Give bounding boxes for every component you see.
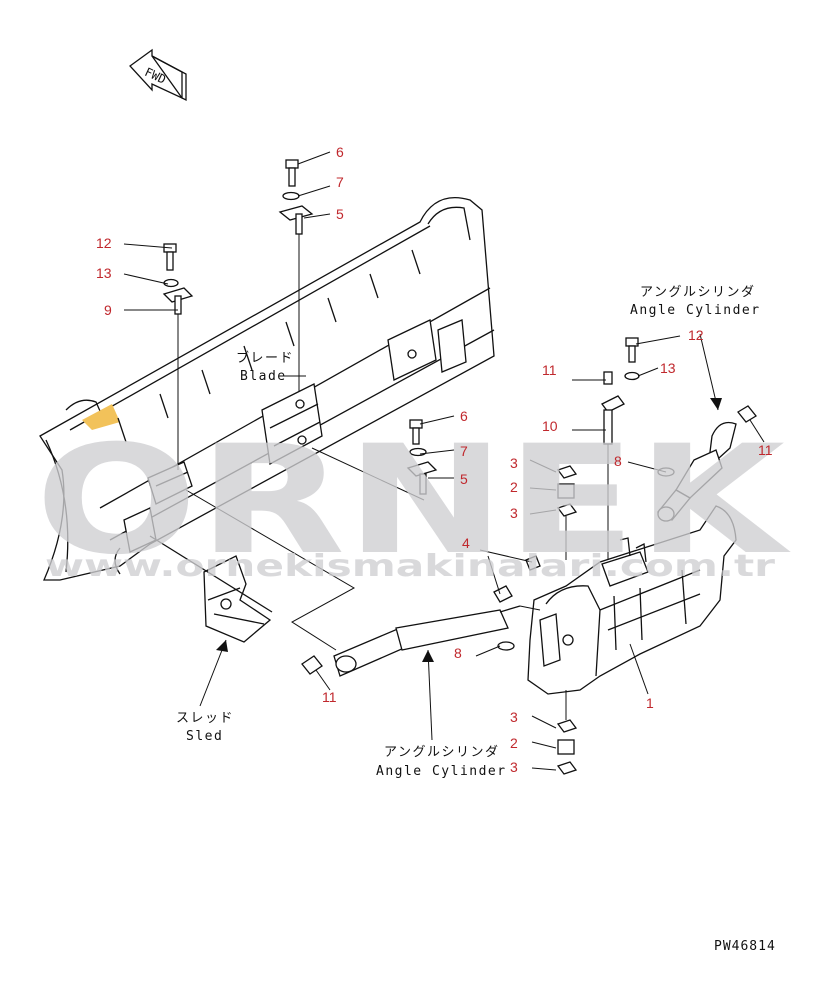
sled-drawing: [149, 535, 273, 643]
blade-drawing: [39, 196, 495, 581]
callout-9: 9: [104, 302, 112, 318]
callout-5: 5: [460, 471, 468, 487]
callout-7: 7: [336, 174, 344, 190]
watermark: ORNEK www.ornekismakinalari.com.tr: [35, 414, 791, 588]
drawing-code: PW46814: [714, 939, 776, 954]
leader-arrow-icons: [216, 398, 722, 662]
blade-caption-jp: ブレード: [236, 350, 294, 366]
sled-caption-en: Sled: [186, 729, 223, 744]
callout-11: 11: [322, 689, 337, 705]
watermark-url: www.ornekismakinalari.com.tr: [45, 549, 775, 584]
frame-drawing: [527, 505, 737, 695]
bottom-angle-cylinder-drawing: [333, 605, 521, 677]
callout-1: 1: [646, 695, 654, 711]
callout-3: 3: [510, 709, 518, 725]
callout-8: 8: [454, 645, 462, 661]
callout-11: 11: [542, 362, 557, 378]
blade-caption-en: Blade: [240, 369, 287, 384]
callout-6: 6: [336, 144, 344, 160]
callout-8: 8: [614, 453, 622, 469]
callout-3: 3: [510, 455, 518, 471]
callout-11: 11: [758, 442, 773, 458]
callout-3: 3: [510, 759, 518, 775]
callout-2: 2: [510, 735, 518, 751]
callout-6: 6: [460, 408, 468, 424]
watermark-brand: ORNEK: [35, 414, 791, 588]
leader-lines: [123, 151, 765, 771]
callout-5: 5: [336, 206, 344, 222]
right-angle-cylinder-drawing: [657, 421, 737, 522]
bottom-cylinder-caption-en: Angle Cylinder: [376, 764, 507, 779]
sled-caption-jp: スレッド: [176, 711, 234, 726]
right-cylinder-caption-jp: アングルシリンダ: [640, 285, 755, 300]
callout-13: 13: [660, 360, 676, 376]
callout-10: 10: [542, 418, 558, 434]
callout-13: 13: [96, 265, 112, 281]
callout-3: 3: [510, 505, 518, 521]
fwd-arrow-icon: FWD: [129, 48, 187, 102]
bottom-cylinder-caption-jp: アングルシリンダ: [384, 745, 499, 760]
callout-7: 7: [460, 443, 468, 459]
callout-12: 12: [688, 327, 704, 343]
right-cylinder-caption-en: Angle Cylinder: [630, 303, 761, 318]
callout-12: 12: [96, 235, 112, 251]
callout-2: 2: [510, 479, 518, 495]
callouts: 1 2 2 3 3 3 3 4 5 5 6 6 7 7 8 8 9 10 11 …: [96, 144, 773, 775]
captions: ブレード Blade スレッド Sled アングルシリンダ Angle Cyli…: [176, 285, 761, 779]
callout-4: 4: [462, 535, 470, 551]
